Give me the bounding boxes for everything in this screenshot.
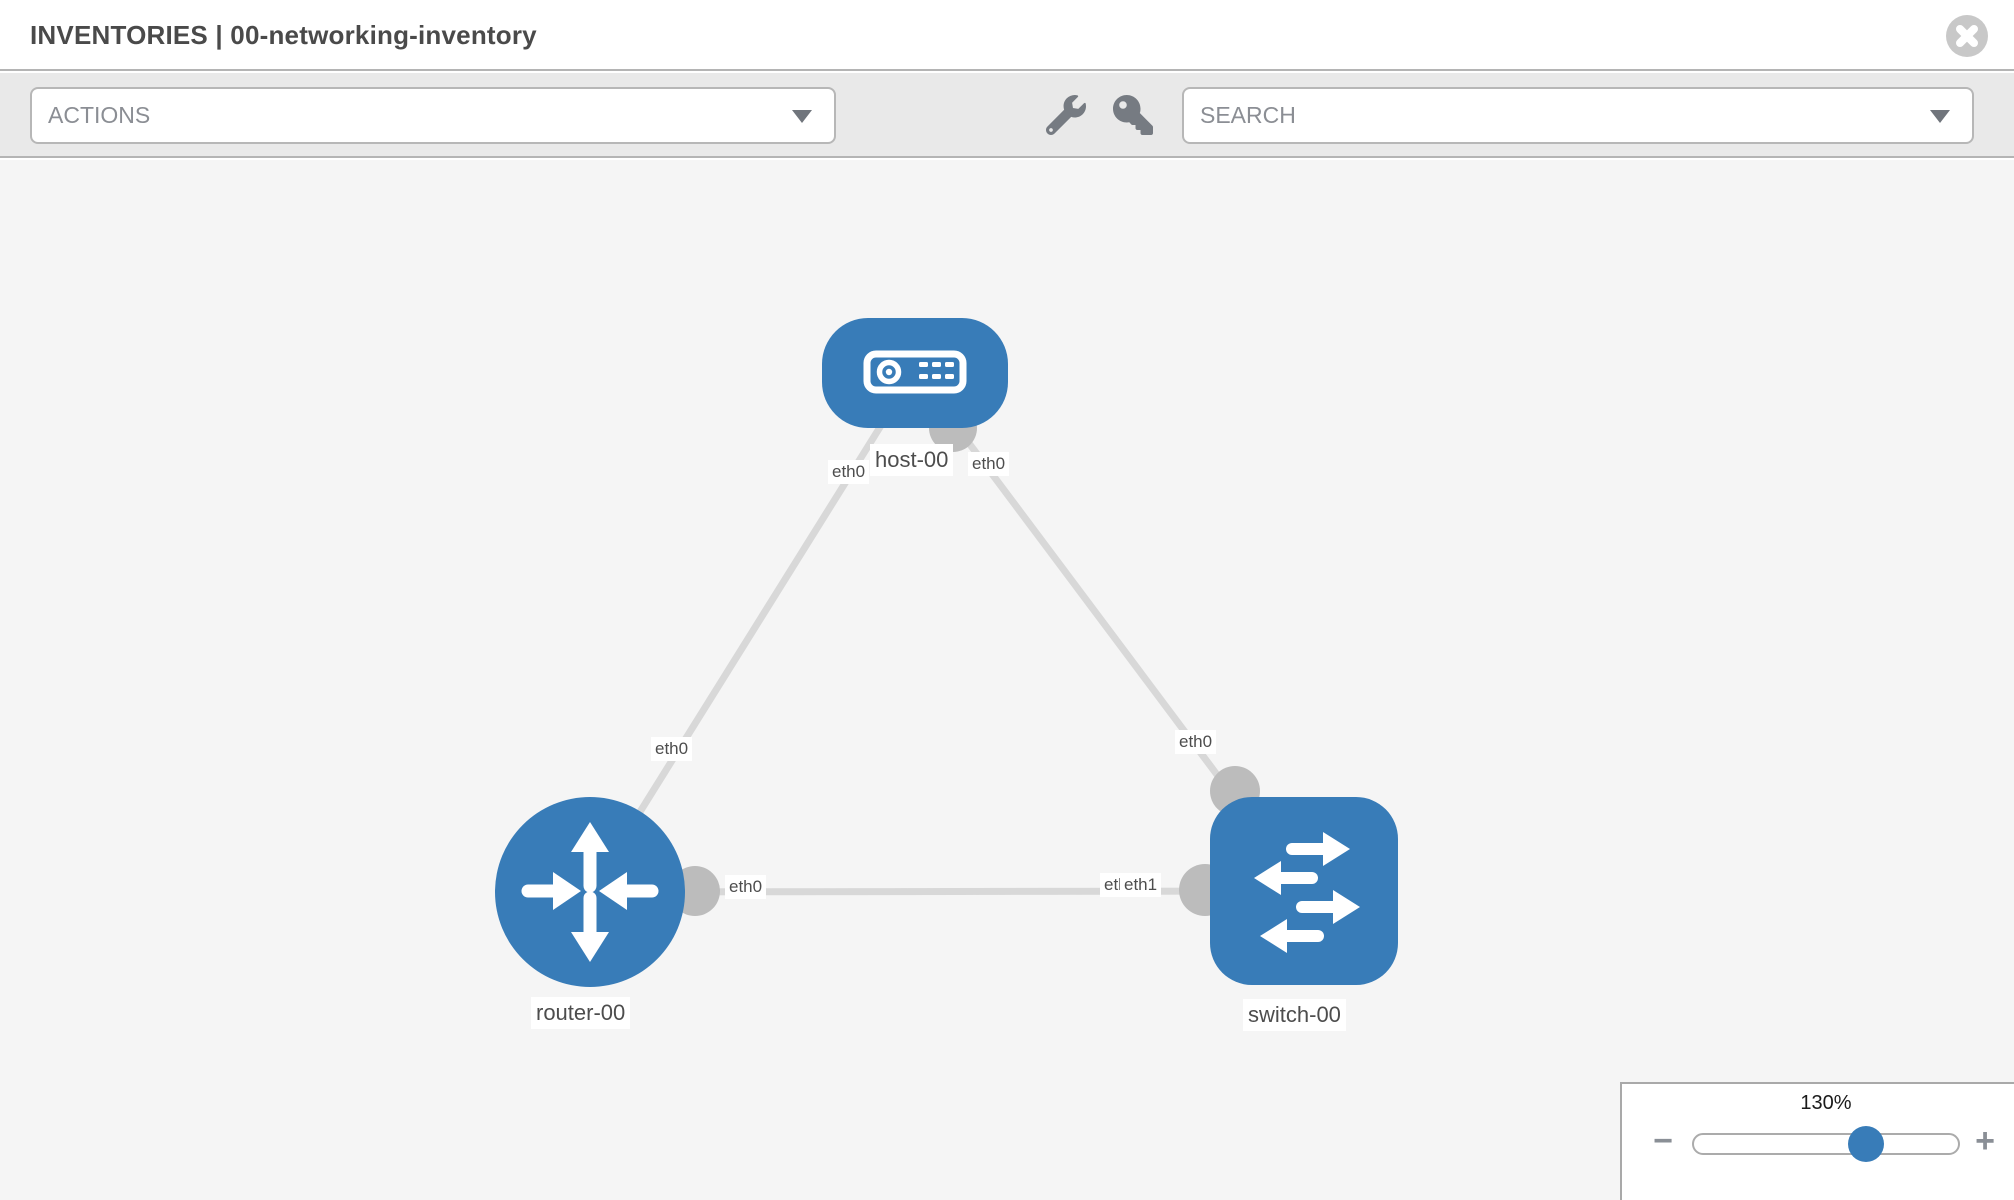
credentials-button[interactable] <box>1111 93 1155 137</box>
toolbar: ACTIONS SEARCH <box>0 73 2014 158</box>
chevron-down-icon <box>792 110 812 123</box>
close-icon <box>1956 25 1978 47</box>
iface-label-router-upper: eth0 <box>651 737 693 761</box>
search-dropdown-label: SEARCH <box>1200 102 1296 128</box>
header: INVENTORIES | 00-networking-inventory <box>0 0 2014 71</box>
iface-label-switch-left-front: eth1 <box>1120 873 1162 897</box>
iface-label-switch-upper: eth0 <box>1175 730 1217 754</box>
router-icon <box>521 822 659 962</box>
page-title: INVENTORIES | 00-networking-inventory <box>30 20 537 50</box>
node-host[interactable] <box>822 318 1008 428</box>
ports <box>670 404 1260 916</box>
topology-graph <box>495 318 1398 987</box>
node-label-router: router-00 <box>531 997 631 1029</box>
node-switch[interactable] <box>1210 797 1398 985</box>
chevron-down-icon <box>1930 110 1950 123</box>
close-button[interactable] <box>1946 15 1988 57</box>
host-icon <box>863 350 967 394</box>
iface-label-host-right: eth0 <box>968 452 1010 476</box>
iface-label-router-right: eth0 <box>725 875 767 899</box>
switch-icon <box>1254 832 1360 953</box>
zoom-in-button[interactable]: + <box>1968 1124 2002 1158</box>
zoom-level-value: 130% <box>1800 1092 1852 1114</box>
search-dropdown[interactable]: SEARCH <box>1182 87 1974 144</box>
actions-dropdown-label: ACTIONS <box>48 102 151 128</box>
link-host-router <box>587 369 918 894</box>
key-icon <box>1113 95 1153 135</box>
topology-canvas[interactable]: host-00 router-00 switch-00 eth0 eth0 et… <box>0 160 2014 1200</box>
zoom-panel: 130% − + <box>1620 1082 2014 1200</box>
zoom-slider-handle[interactable] <box>1848 1126 1884 1162</box>
node-router[interactable] <box>495 797 685 987</box>
zoom-slider-track[interactable] <box>1692 1133 1960 1155</box>
node-label-switch: switch-00 <box>1243 999 1346 1031</box>
node-label-host: host-00 <box>870 444 954 476</box>
iface-label-host-left: eth0 <box>828 460 870 484</box>
actions-dropdown[interactable]: ACTIONS <box>30 87 836 144</box>
configure-button[interactable] <box>1044 93 1088 137</box>
zoom-out-button[interactable]: − <box>1646 1124 1680 1158</box>
wrench-icon <box>1046 95 1086 135</box>
